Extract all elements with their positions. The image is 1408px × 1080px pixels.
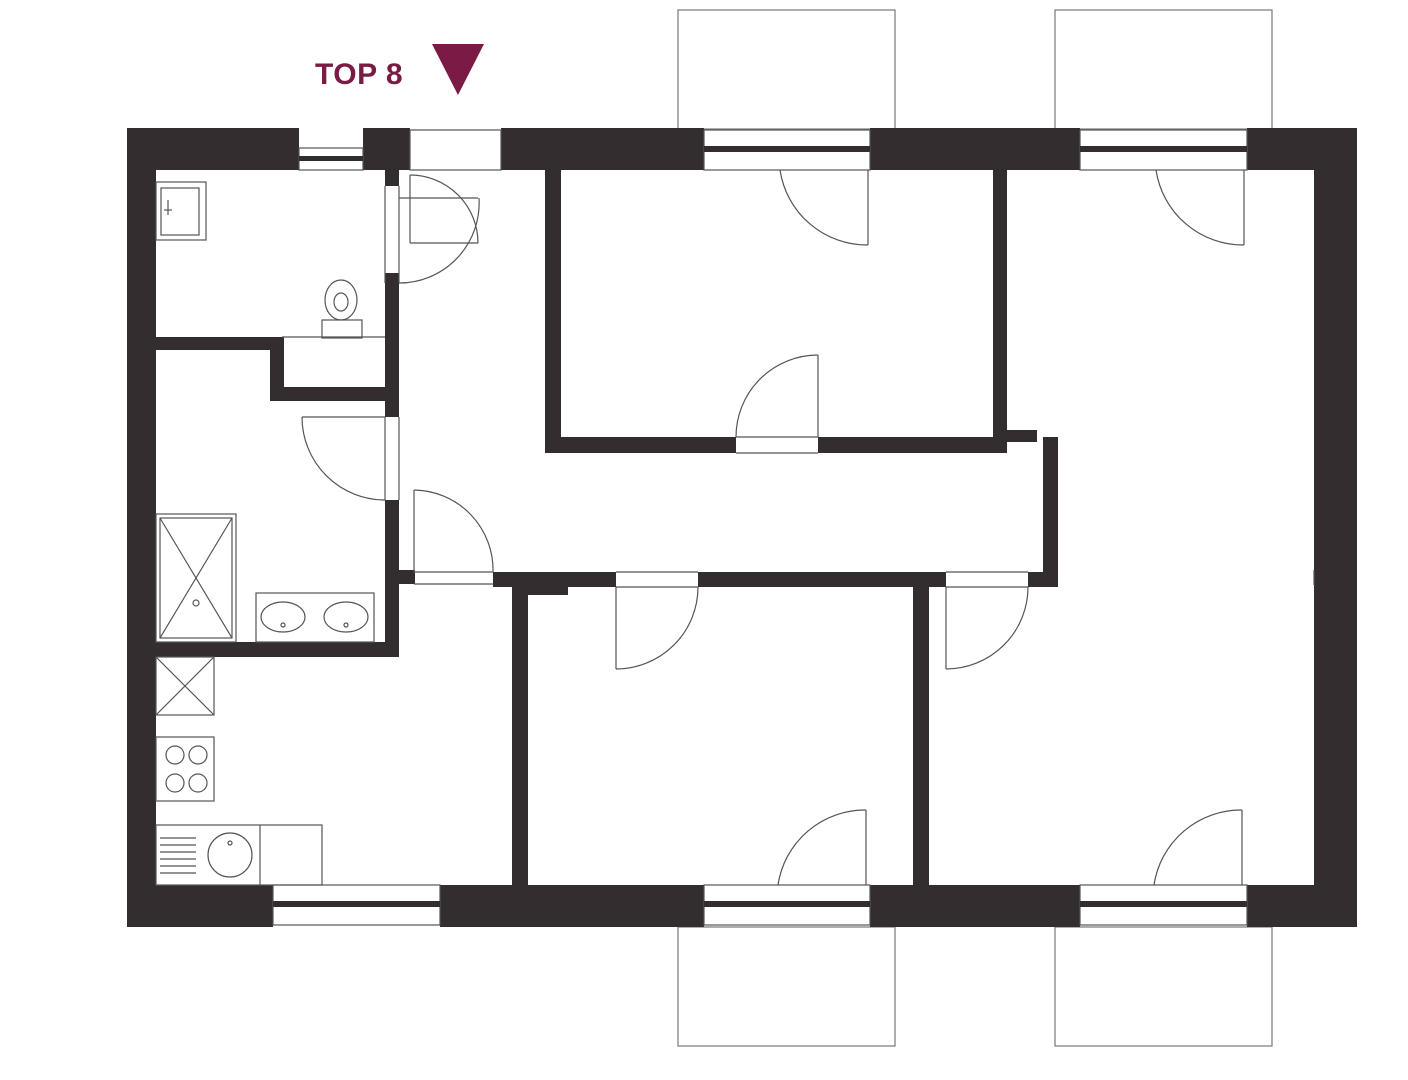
interior-walls	[156, 170, 1058, 885]
balcony-bottom-right	[1054, 926, 1273, 1047]
shower-icon	[155, 513, 237, 643]
double-sink-icon	[255, 592, 375, 643]
entrance-arrow-icon	[432, 44, 484, 95]
balcony-top-right	[1054, 9, 1273, 130]
fixtures	[155, 181, 385, 886]
balcony-bottom-left	[677, 926, 896, 1047]
doors	[301, 169, 1315, 886]
balcony-top-left	[677, 9, 896, 130]
stove-icon	[155, 736, 215, 802]
windows	[272, 129, 1248, 926]
toilet-icon	[321, 279, 363, 339]
kitchen-sink-icon	[155, 824, 323, 886]
balconies	[677, 9, 1273, 1047]
fridge-icon	[155, 656, 215, 716]
entrance-opening	[409, 129, 502, 171]
unit-label: TOP 8	[315, 58, 404, 91]
wc-washbasin-icon	[155, 181, 207, 241]
exterior-walls	[127, 128, 1357, 927]
